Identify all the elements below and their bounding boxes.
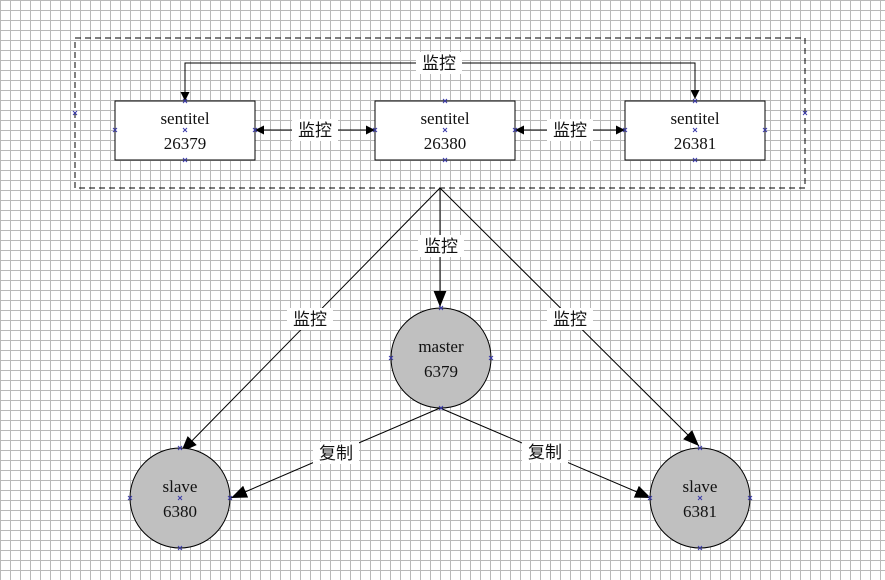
connection-handle-mark	[442, 98, 448, 104]
connection-handle-mark	[747, 495, 753, 501]
svg-text:slave: slave	[683, 477, 718, 496]
monitor-label-slave-right: 监控	[553, 310, 587, 330]
connection-handle-mark	[227, 495, 233, 501]
connection-handle-mark	[372, 127, 378, 133]
monitor-label-slave-left: 监控	[293, 310, 327, 330]
connection-handle-mark	[72, 110, 78, 116]
svg-text:6379: 6379	[424, 362, 458, 381]
connection-handle-mark	[697, 495, 703, 501]
replicate-label-left: 复制	[319, 444, 353, 464]
connection-handle-mark	[802, 110, 808, 116]
master-node-6379: master 6379	[390, 307, 492, 409]
connection-handle-mark	[692, 98, 698, 104]
connection-handle-mark	[252, 127, 258, 133]
connection-handle-mark	[388, 355, 394, 361]
connection-handle-mark	[647, 495, 653, 501]
replicate-label-right: 复制	[528, 443, 562, 463]
connection-handles	[72, 98, 808, 551]
monitor-label-left: 监控	[298, 121, 332, 141]
connection-handle-mark	[697, 545, 703, 551]
connection-handle-mark	[177, 445, 183, 451]
sentinel-node-26380: sentitel 26380	[374, 100, 516, 161]
connection-handle-mark	[697, 445, 703, 451]
svg-text:sentitel: sentitel	[420, 109, 469, 128]
connection-handle-mark	[438, 405, 444, 411]
connection-handle-mark	[762, 127, 768, 133]
svg-text:sentitel: sentitel	[670, 109, 719, 128]
connection-handle-mark	[692, 157, 698, 163]
connection-handle-mark	[692, 127, 698, 133]
connection-handle-mark	[177, 545, 183, 551]
connection-handle-mark	[182, 127, 188, 133]
connection-handle-mark	[622, 127, 628, 133]
svg-text:26379: 26379	[164, 134, 207, 153]
svg-text:26380: 26380	[424, 134, 467, 153]
monitor-label-master: 监控	[424, 237, 458, 257]
svg-text:6381: 6381	[683, 502, 717, 521]
svg-text:slave: slave	[163, 477, 198, 496]
monitor-label-top: 监控	[422, 54, 456, 74]
connection-handle-mark	[127, 495, 133, 501]
svg-text:26381: 26381	[674, 134, 717, 153]
connection-handle-mark	[182, 98, 188, 104]
svg-text:master: master	[418, 337, 464, 356]
monitor-label-right: 监控	[553, 121, 587, 141]
connection-handle-mark	[442, 127, 448, 133]
connection-handle-mark	[442, 157, 448, 163]
connection-handle-mark	[438, 305, 444, 311]
svg-text:6380: 6380	[163, 502, 197, 521]
connection-handle-mark	[177, 495, 183, 501]
svg-text:sentitel: sentitel	[160, 109, 209, 128]
connection-handle-mark	[488, 355, 494, 361]
connection-handle-mark	[112, 127, 118, 133]
connection-handle-mark	[182, 157, 188, 163]
connection-handle-mark	[512, 127, 518, 133]
